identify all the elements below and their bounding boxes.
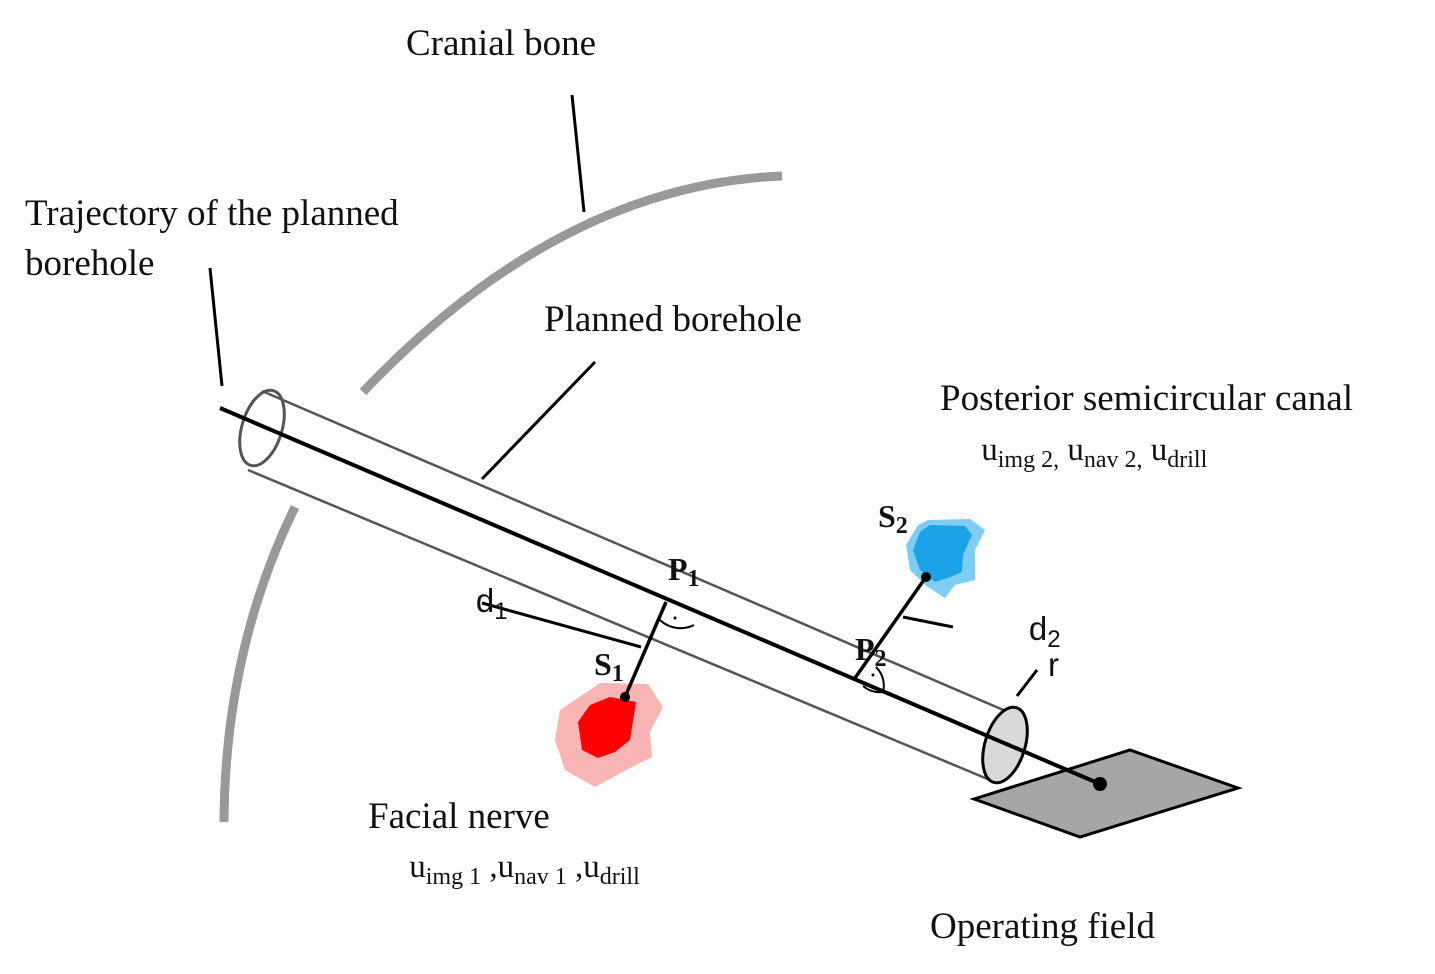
- u-img1: u: [409, 849, 426, 885]
- p1-right-angle-dot: [673, 616, 677, 620]
- cranial-bone-label: Cranial bone: [406, 23, 596, 64]
- p1-right-angle-marker: [659, 619, 695, 630]
- radius-leader: [1015, 669, 1039, 697]
- s2-point: [921, 572, 931, 582]
- operating-field-label: Operating field: [930, 906, 1155, 947]
- operating-field-plane: [969, 748, 1243, 839]
- u-drill-1: u: [583, 849, 600, 885]
- cranial-bone-arc-upper: [359, 171, 783, 396]
- borehole-cylinder-bottom-edge: [247, 468, 991, 782]
- u-img2: u: [981, 432, 998, 468]
- facial-nerve-uncertainties: uimg 1 ,unav 1 ,udrill: [368, 849, 665, 892]
- s2-label: S2: [838, 498, 932, 540]
- p2-right-angle-marker: [862, 666, 885, 694]
- cranial-bone-leader: [570, 94, 586, 213]
- posterior-canal-uncertainties: uimg 2, unav 2, udrill: [940, 432, 1232, 475]
- planned-borehole-label: Planned borehole: [544, 299, 802, 340]
- trajectory-target-point: [1093, 777, 1107, 791]
- cranial-bone-arc-lower: [219, 505, 300, 823]
- p2-right-angle-dot: [871, 673, 875, 677]
- planned-borehole-leader: [480, 360, 597, 481]
- d1-distance-line: [623, 601, 668, 698]
- facial-nerve-label: Facial nerve: [368, 796, 550, 837]
- posterior-canal-label: Posterior semicircular canal: [940, 378, 1353, 419]
- trajectory-leader: [208, 267, 224, 387]
- trajectory-label-line1: Trajectory of the planned: [25, 193, 399, 234]
- p1-label: P1: [628, 551, 724, 593]
- d1-leader: [481, 601, 642, 649]
- s1-label: S1: [554, 646, 648, 688]
- u-nav1: u: [498, 849, 515, 885]
- facial-nerve-core-region: [578, 697, 636, 758]
- u-drill-2: u: [1151, 432, 1168, 468]
- u-nav2: u: [1067, 432, 1084, 468]
- d2-label: d2: [983, 610, 1088, 654]
- p2-label: P2: [815, 631, 911, 673]
- trajectory-label-line2: borehole: [25, 243, 154, 284]
- radius-label: r: [1048, 646, 1059, 683]
- posterior-canal-core-region: [913, 525, 972, 582]
- d2-leader: [902, 615, 954, 629]
- d1-label: d1: [430, 582, 535, 626]
- trajectory-axis-line: [219, 406, 1101, 786]
- borehole-cylinder-top-edge: [261, 389, 1009, 714]
- d2-distance-line: [853, 575, 928, 680]
- s1-point: [620, 692, 630, 702]
